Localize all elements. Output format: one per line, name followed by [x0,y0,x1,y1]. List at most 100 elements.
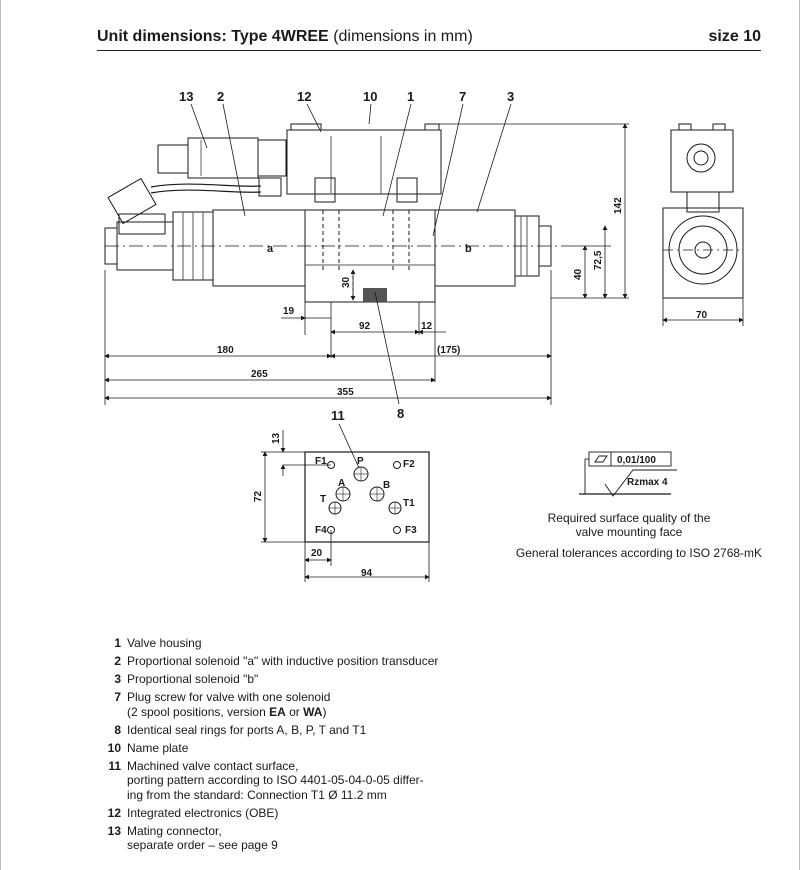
porting-pattern [261,430,430,582]
legend-text-7: Plug screw for valve with one solenoid(2… [121,690,330,719]
surface-note-line1: Required surface quality of the [547,511,711,525]
legend-text-or: or [285,704,304,719]
legend-item: 12 Integrated electronics (OBE) [97,806,517,821]
legend-num: 2 [114,654,121,668]
legend-item: 1 Valve housing [97,636,517,651]
callout-labels: 13 2 12 10 1 7 3 11 8 [179,89,514,423]
dim-72-5: 72,5 [593,250,604,270]
port-t: T [320,494,326,505]
solenoid-a [104,209,306,287]
dimension-values: 19 92 12 180 (175) 265 355 70 30 142 72,… [217,197,708,398]
dim-20: 20 [311,548,323,559]
valve-housing [304,209,436,303]
legend-text: Mating connector, separate order – see p… [127,823,278,853]
legend-text-line2: (2 spool positions, version [127,704,270,719]
callout-13: 13 [179,89,193,104]
legend-text: Valve housing [127,636,202,650]
version-ea: EA [269,704,286,719]
port-t1: T1 [403,498,415,509]
callout-12: 12 [297,89,311,104]
callout-3: 3 [507,89,514,104]
dim-72: 72 [253,490,264,502]
size-label: size 10 [708,28,761,45]
callout-leaders [190,103,512,469]
callout-2: 2 [217,89,224,104]
flatness-value: 0,01/100 [617,455,656,466]
legend-text: Name plate [127,740,189,755]
legend-item: 8 Identical seal rings for ports A, B, P,… [97,723,517,738]
dimension-lines [104,123,744,405]
dim-30: 30 [341,276,352,288]
port-f4: F4 [315,525,327,536]
legend-text: Plug screw for valve with one solenoid [127,690,331,704]
dim-12: 12 [421,321,433,332]
mating-connector-left [107,177,166,235]
callout-1: 1 [407,89,414,104]
end-view [662,123,744,299]
legend-item: 11 Machined valve contact surface, portin… [97,759,517,803]
callout-11: 11 [331,408,345,423]
page-title: Unit dimensions: Type 4WREE (dimensions … [97,28,473,46]
dim-142: 142 [613,197,624,214]
legend-num: 1 [114,636,121,650]
surface-quality-symbol [579,451,677,497]
title-suffix: (dimensions in mm) [333,28,473,45]
label-b: b [465,243,472,255]
legend-item: 3 Proportional solenoid "b" [97,672,517,687]
callout-8: 8 [397,406,404,421]
label-a: a [267,243,274,255]
roughness-value: Rzmax 4 [627,477,668,488]
legend-item: 2 Proportional solenoid "a" with inductiv… [97,654,517,669]
legend-text: Proportional solenoid "b" [127,672,259,686]
port-p: P [357,456,364,467]
legend-num: 13 [107,823,121,838]
port-f2: F2 [403,459,415,470]
header-rule [97,50,761,51]
legend-item: 13 Mating connector, separate order – see… [97,824,517,853]
surface-symbol-text: 0,01/100 Rzmax 4 [617,455,668,488]
legend-text: Machined valve contact surface, porting … [127,758,424,802]
legend-num: 3 [114,672,121,686]
side-view [104,123,561,303]
mating-connector-upper [157,137,287,179]
technical-drawing: 13 2 12 10 1 7 3 11 8 a b 19 92 12 180 (… [104,89,744,582]
title-bold: Unit dimensions: Type 4WREE [97,28,329,45]
dim-265: 265 [251,369,268,380]
legend-text: Integrated electronics (OBE) [127,805,279,820]
port-f3: F3 [405,525,417,536]
dim-19: 19 [283,306,295,317]
dim-175: (175) [437,345,460,356]
legend-num: 10 [107,740,121,755]
surface-note-line2: valve mounting face [575,525,683,539]
surface-note: Required surface quality of the valve mo… [529,511,729,539]
dim-180: 180 [217,345,234,356]
port-b: B [383,480,390,491]
legend-num: 7 [114,690,121,704]
legend-item: 10 Name plate [97,741,517,756]
port-f1: F1 [315,456,327,467]
dim-70: 70 [696,310,708,321]
port-a: A [338,478,345,489]
callout-10: 10 [363,89,377,104]
version-wa: WA [303,704,323,719]
solenoid-labels: a b [267,243,472,255]
solenoid-b [434,209,552,287]
page-header: Unit dimensions: Type 4WREE (dimensions … [97,28,761,50]
dim-92: 92 [359,321,371,332]
legend-text: Proportional solenoid "a" with inductive… [127,654,439,668]
legend-list: 1 Valve housing 2 Proportional solenoid "a… [97,636,517,856]
dim-40: 40 [573,268,584,280]
legend-num: 8 [114,722,121,737]
callout-7: 7 [459,89,466,104]
legend-num: 11 [108,758,121,773]
dim-355: 355 [337,387,354,398]
legend-num: 12 [107,805,121,820]
legend-text: Identical seal rings for ports A, B, P, … [127,722,367,737]
tolerance-note: General tolerances according to ISO 2768… [515,546,763,560]
electronics-housing [286,123,442,203]
port-labels: F1 P F2 A B T T1 F4 F3 13 72 20 94 [253,432,417,579]
dim-13: 13 [271,432,282,444]
dim-94: 94 [361,568,373,579]
